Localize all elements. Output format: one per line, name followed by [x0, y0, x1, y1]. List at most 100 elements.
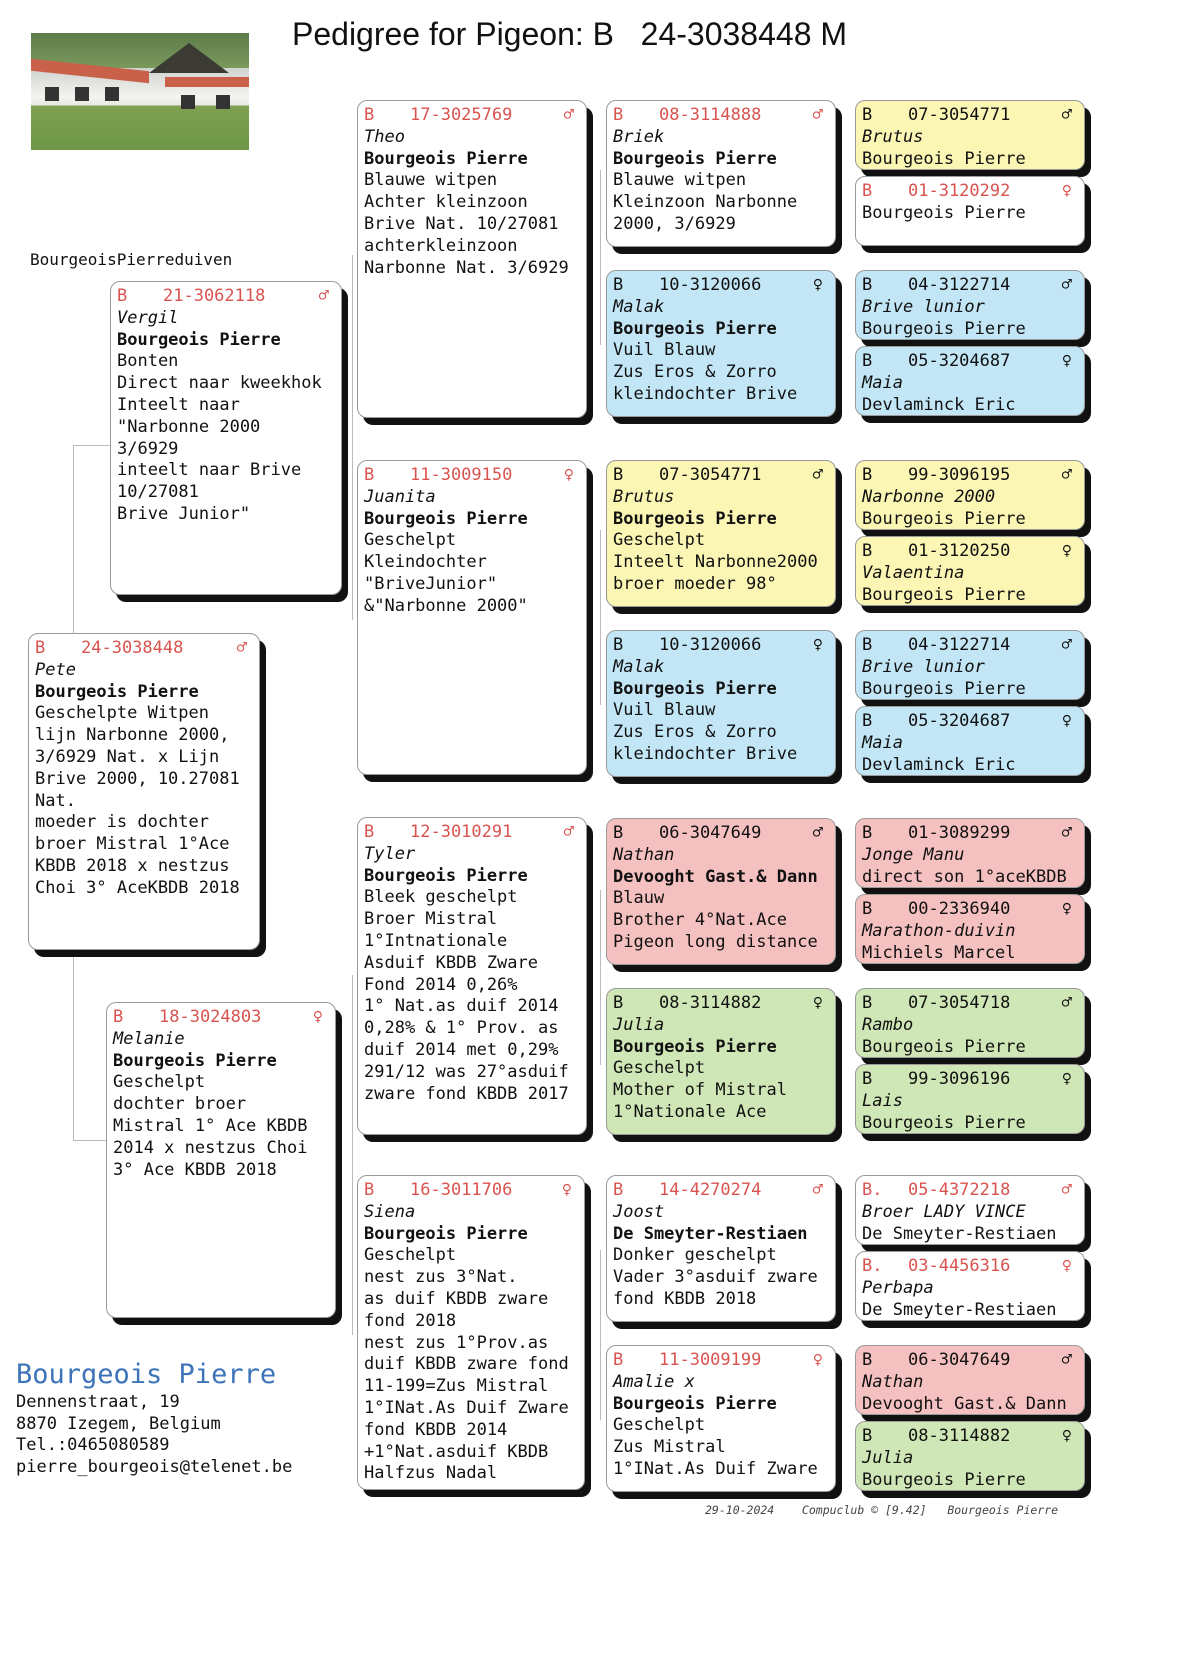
ring-number: 01-3089299	[908, 823, 1011, 843]
pigeon-note: 0,28% & 1° Prov. as	[364, 1018, 559, 1039]
pigeon-name: Melanie	[113, 1028, 185, 1049]
connector-line	[73, 1140, 106, 1141]
sex-icon: ♀	[1061, 1069, 1072, 1089]
pigeon-note: Vuil Blauw	[613, 340, 716, 361]
sex-icon: ♀	[812, 635, 823, 655]
pigeon-name: Theo	[364, 126, 405, 147]
pigeon-note: 1°INat.As Duif Zware	[613, 1458, 818, 1479]
pigeon-note: duif KBDB zware fond	[364, 1354, 569, 1375]
pigeon-note: dochter broer	[113, 1094, 247, 1115]
ring-number: 08-3114882	[659, 993, 762, 1013]
ring-country: B	[862, 541, 873, 561]
pigeon-note: 2000, 3/6929	[613, 213, 736, 234]
pigeon-note: kleindochter Brive	[613, 743, 798, 764]
ring-number: 11-3009199	[659, 1350, 762, 1370]
pigeon-owner: Michiels Marcel	[862, 942, 1016, 963]
pigeon-note: Vader 3°asduif zware	[613, 1267, 818, 1288]
pigeon-owner: Devlaminck Eric	[862, 754, 1016, 775]
ring-country: B	[862, 105, 873, 125]
pigeon-note: fond KBDB 2014	[364, 1419, 508, 1440]
ring-country: B	[862, 1426, 873, 1446]
ring-country: B	[862, 275, 873, 295]
ring-country: B	[613, 635, 624, 655]
ring-number: 21-3062118	[163, 286, 266, 306]
pigeon-note: Choi 3° AceKBDB 2018	[35, 877, 240, 898]
ring-country: B	[613, 823, 624, 843]
pigeon-name: Lais	[862, 1090, 903, 1111]
connector-line	[600, 890, 601, 1065]
ring-country: B	[364, 1180, 375, 1200]
ring-country: B	[364, 822, 375, 842]
pigeon-note: Achter kleinzoon	[364, 192, 528, 213]
sex-icon: ♂	[236, 638, 247, 658]
pigeon-owner: Bourgeois Pierre	[862, 148, 1026, 169]
ring-country: B	[613, 993, 624, 1013]
ring-country: B	[862, 1350, 873, 1370]
footer-text: 29-10-2024 Compuclub © [9.42] Bourgeois …	[705, 1503, 1059, 1517]
connector-line	[600, 1250, 601, 1420]
connector-line	[352, 975, 353, 1335]
pigeon-name: Malak	[613, 296, 665, 317]
sex-icon: ♂	[1061, 105, 1072, 125]
pigeon-note: 1°INat.As Duif Zware	[364, 1397, 569, 1418]
pigeon-note: Fond 2014 0,26%	[364, 974, 518, 995]
pigeon-note: Inteelt Narbonne2000	[613, 552, 818, 573]
ring-number: 08-3114888	[659, 105, 762, 125]
pigeon-note: Geschelpt	[113, 1072, 206, 1093]
pigeon-owner: Bourgeois Pierre	[613, 1393, 777, 1414]
pigeon-note: Geschelpt	[364, 530, 457, 551]
sex-icon: ♂	[1061, 1180, 1072, 1200]
pigeon-note: Zus Eros & Zorro	[613, 722, 777, 743]
connector-line	[600, 530, 601, 705]
pigeon-note: Halfzus Nadal	[364, 1463, 498, 1484]
ring-number: 12-3010291	[410, 822, 513, 842]
pigeon-note: Brother 4°Nat.Ace	[613, 910, 787, 931]
sex-icon: ♀	[1061, 181, 1072, 201]
pigeon-owner: Bourgeois Pierre	[613, 508, 777, 529]
pigeon-note: Bonten	[117, 351, 179, 372]
pigeon-owner: Bourgeois Pierre	[364, 508, 528, 529]
pigeon-note: 1°Nationale Ace	[613, 1101, 767, 1122]
sex-icon: ♂	[812, 823, 823, 843]
sex-icon: ♂	[318, 286, 329, 306]
